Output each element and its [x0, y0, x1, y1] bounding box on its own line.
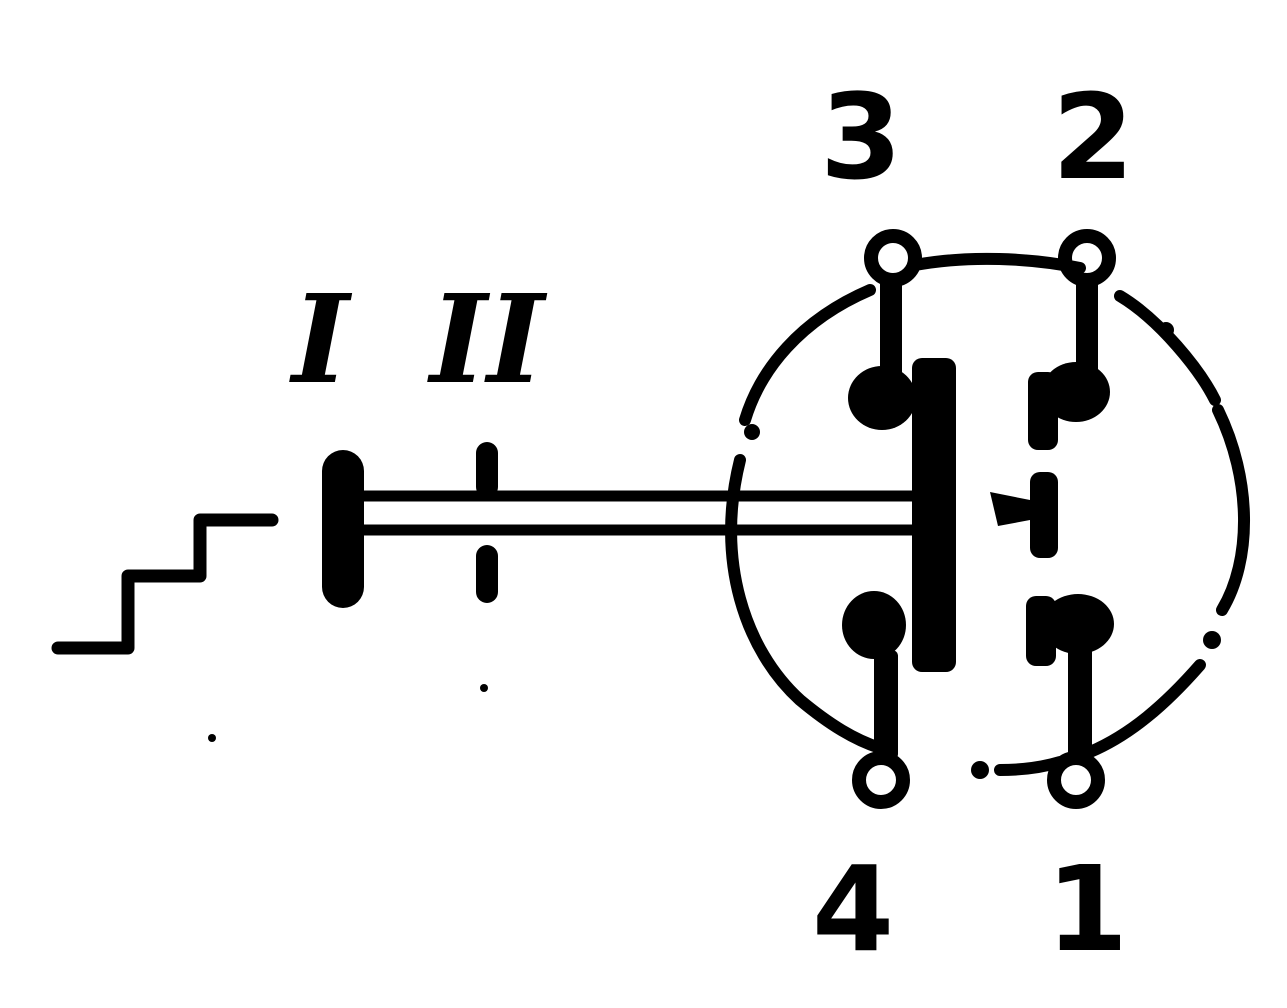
speck-2: [208, 734, 216, 742]
contact-mark-stage-2-lower: [476, 545, 498, 603]
left-upper-contact: [848, 366, 916, 430]
terminal-4-ring: [852, 751, 910, 809]
right-middle-contact: [1030, 472, 1058, 558]
contact-mark-stage-2-upper: [476, 442, 498, 498]
housing-dot-left: [744, 424, 760, 440]
stage-2-label: II: [427, 267, 548, 411]
zigzag-lead: [51, 513, 279, 655]
housing-dot-bottom: [971, 761, 989, 779]
contact-plate-stage-1: [322, 450, 364, 608]
terminal-3-label: 3: [820, 68, 902, 206]
housing-dot-right: [1203, 631, 1221, 649]
housing-circle-left-arc: [739, 284, 876, 426]
housing-circle-left-lower-arc: [725, 454, 886, 754]
terminal-4-label: 4: [812, 840, 894, 978]
terminal-1-ring: [1047, 751, 1105, 809]
right-lower-contact: [1042, 594, 1114, 654]
right-lower-contact-stem: [1026, 596, 1056, 666]
housing-circle-top-arc: [909, 252, 1086, 274]
right-middle-contact-notch: [990, 492, 1030, 526]
housing-dot-right-top: [1158, 322, 1174, 338]
movable-contact-bar: [912, 358, 956, 672]
housing-circle-bottom-right-arc: [1084, 659, 1206, 758]
housing-circle-right-arc: [1114, 290, 1221, 406]
lead-terminal-1: [1068, 640, 1092, 758]
right-upper-contact-stem: [1028, 372, 1058, 450]
terminal-2-ring: [1058, 229, 1116, 287]
housing-circle-far-right-arc: [1212, 404, 1250, 616]
terminal-1-label: 1: [1046, 840, 1128, 978]
stage-1-label: I: [289, 267, 353, 411]
terminal-3-ring: [864, 229, 922, 287]
terminal-2-label: 2: [1052, 68, 1134, 206]
speck-1: [480, 684, 488, 692]
lead-terminal-2: [1076, 278, 1098, 378]
left-lower-contact: [842, 591, 906, 659]
lead-terminal-4: [874, 650, 898, 760]
lead-terminal-3: [880, 278, 902, 378]
